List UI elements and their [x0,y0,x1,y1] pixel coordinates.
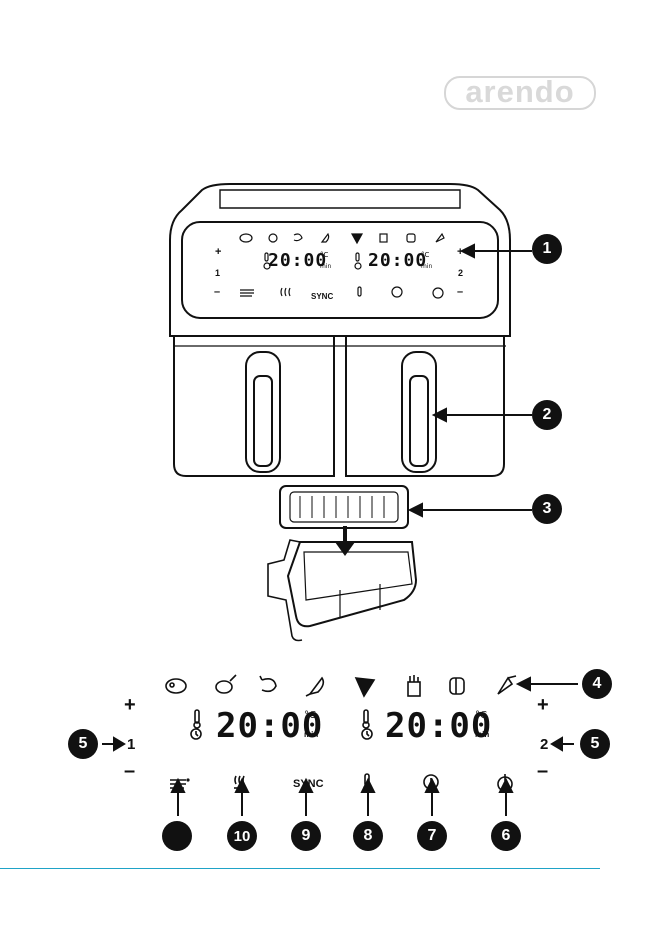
callout-9: 9 [291,821,321,851]
callout-10: 10 [227,821,257,851]
callout-4: 4 [582,669,612,699]
clock-small-icon [264,263,270,269]
chicken-icon [269,234,277,242]
fries-icon [380,234,387,242]
device-plus-left: + [215,246,221,258]
footer-divider [0,868,600,869]
device-callout-arrows [400,225,570,525]
callout-8: 8 [353,821,383,851]
menu-icon [240,290,254,296]
heat-icon [281,288,290,296]
brand-logo: arendo [444,76,596,110]
thermometer-icon [358,287,361,296]
steak-icon [240,234,252,242]
fish-icon [322,234,329,242]
thermometer-small-icon [265,253,268,261]
callout-2: 2 [532,400,562,430]
callout-1: 1 [532,234,562,264]
callout-7: 7 [417,821,447,851]
callout-6: 6 [491,821,521,851]
callout-5-left: 5 [68,729,98,759]
pizza-icon [352,234,362,243]
shrimp-icon [294,234,302,241]
callout-5-right: 5 [580,729,610,759]
callout-11 [162,821,192,851]
callout-3: 3 [532,494,562,524]
device-zone-left: 1 [215,268,220,278]
device-minus-left: – [214,286,220,298]
control-callout-arrows [0,660,662,860]
